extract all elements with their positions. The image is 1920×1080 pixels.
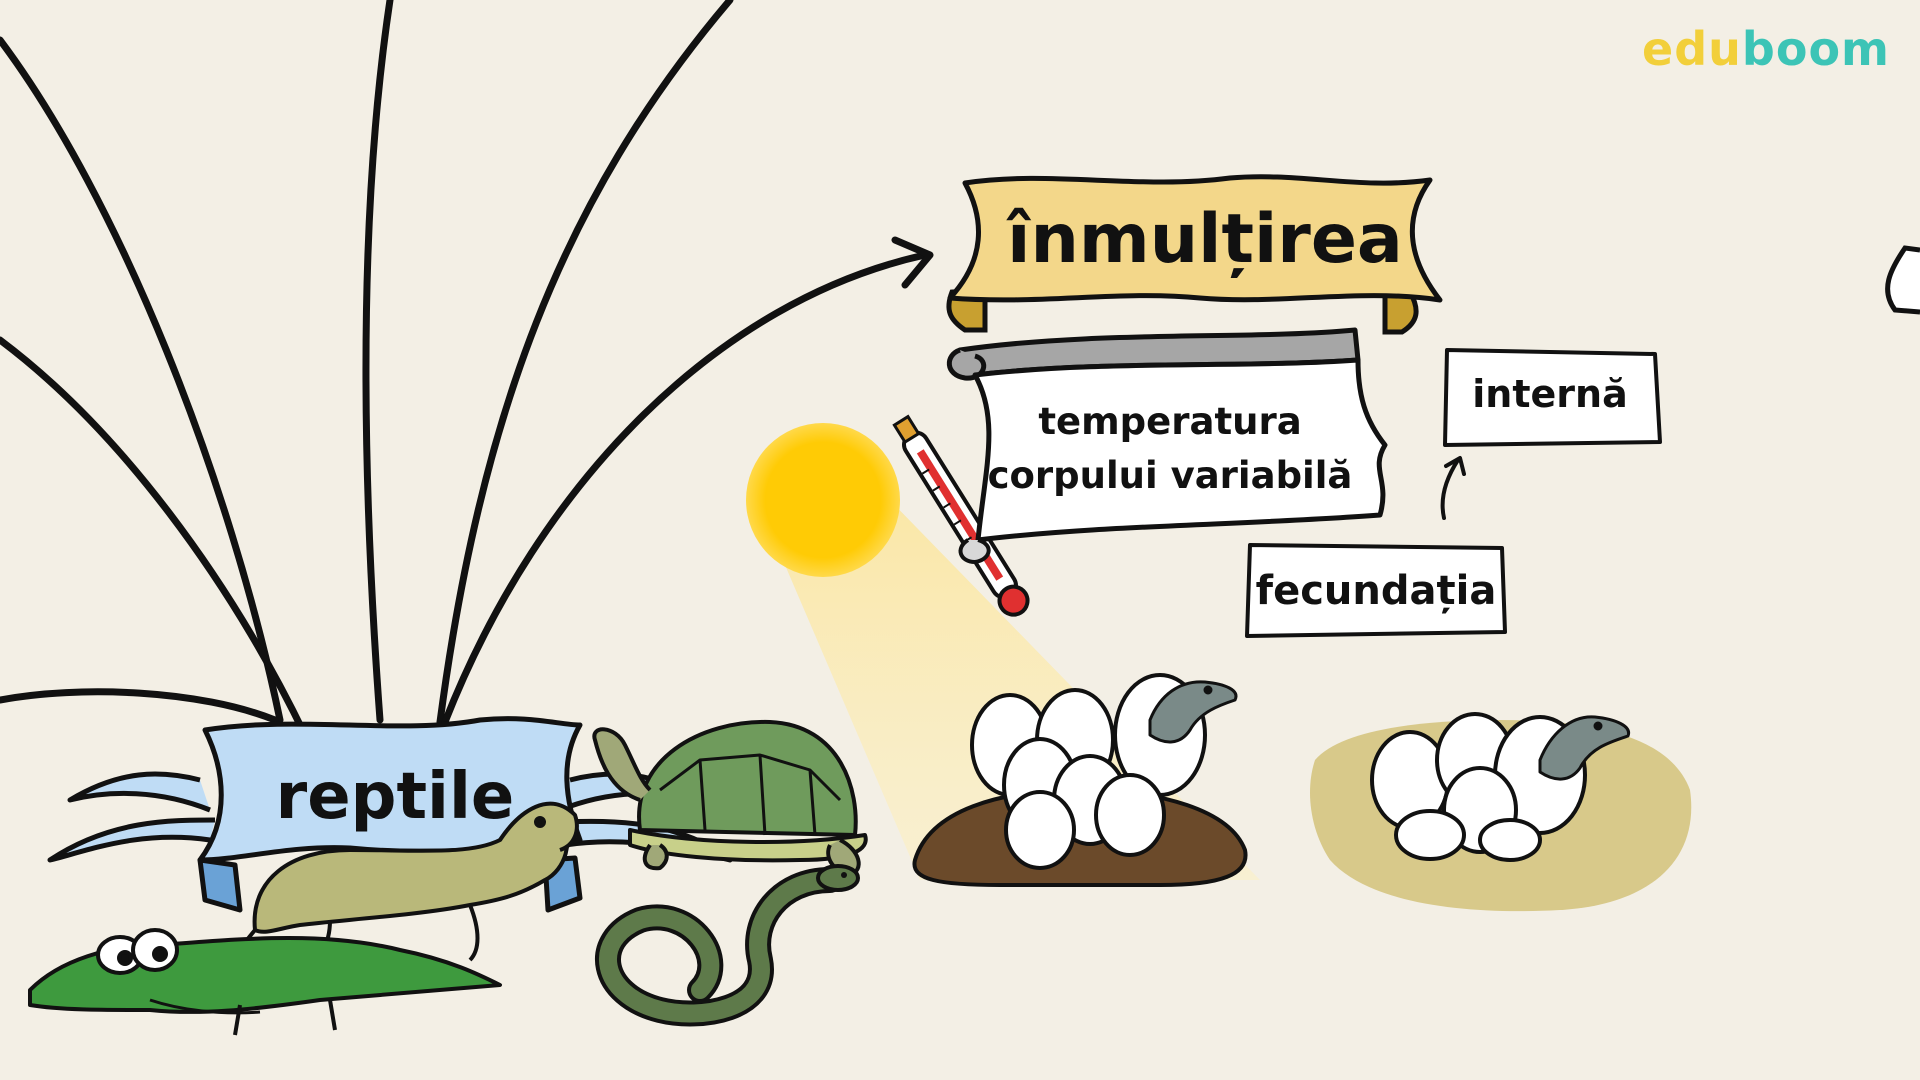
eduboom-logo: eduboom: [1642, 22, 1890, 76]
hatchling-icon: [1538, 715, 1631, 781]
turtle-icon: [592, 719, 868, 877]
temperature-label: temperatura corpului variabilă: [960, 395, 1380, 503]
fertilization-label: fecundația: [1255, 568, 1497, 614]
reptile-label: reptile: [275, 760, 515, 834]
internal-label: internă: [1472, 372, 1628, 416]
small-arrow: [1440, 456, 1466, 520]
egg-nest-icon: [912, 673, 1248, 887]
temperature-scroll: [946, 327, 1388, 565]
title-scroll: [946, 174, 1443, 335]
logo-part-boom: boom: [1741, 22, 1890, 76]
sun-icon: [746, 423, 900, 577]
hatchling-icon: [1148, 680, 1238, 744]
temperature-line-1: temperatura: [1038, 400, 1302, 443]
offscreen-scroll-edge: [1885, 245, 1920, 315]
egg-nest-icon: [1310, 712, 1692, 912]
connector-lines: [0, 0, 934, 739]
internal-box: [1443, 348, 1662, 447]
title-label: înmulțirea: [1007, 200, 1403, 279]
temperature-line-2: corpului variabilă: [987, 454, 1353, 497]
fertilization-box: [1245, 543, 1507, 638]
logo-part-edu: edu: [1642, 22, 1742, 76]
snake-icon: [595, 864, 860, 1027]
crocodile-icon: [28, 928, 502, 1036]
lizard-icon: [178, 801, 579, 1012]
